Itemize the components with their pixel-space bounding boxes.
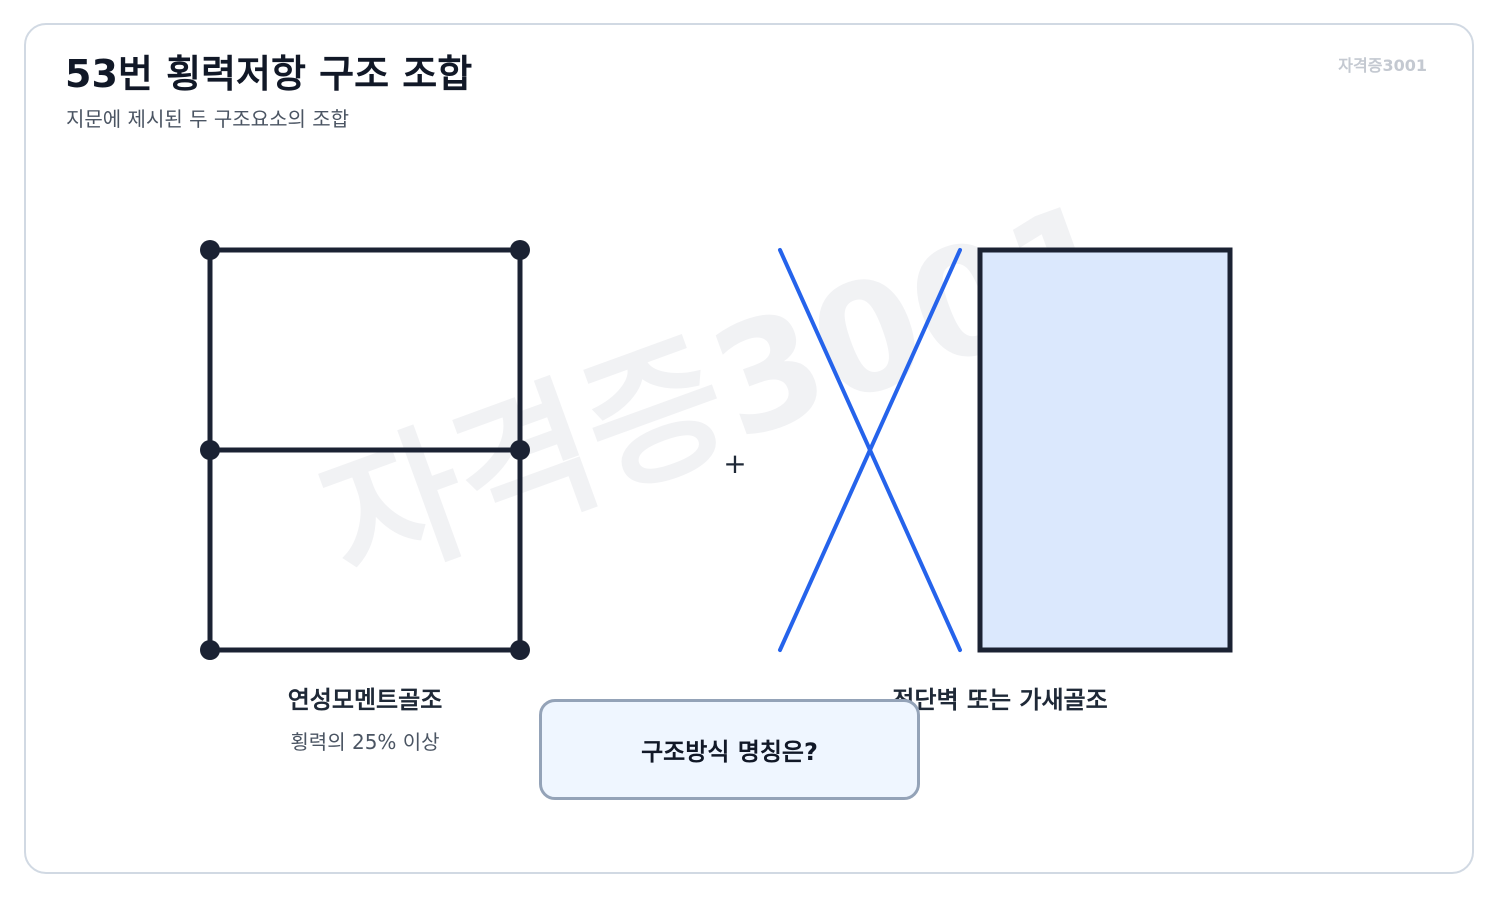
shear-wall-label: 전단벽 또는 가새골조: [892, 686, 1107, 714]
joint: [510, 640, 530, 660]
page-title: 53번 횡력저항 구조 조합: [65, 52, 473, 96]
x-bracing: [778, 248, 962, 652]
joint: [510, 240, 530, 260]
frame-joints: [200, 240, 530, 660]
plus-operator: +: [723, 447, 746, 480]
source-tag: 자격증3001: [1338, 56, 1427, 75]
joint: [200, 640, 220, 660]
joint: [200, 440, 220, 460]
moment-frame-label: 연성모멘트골조: [288, 686, 443, 714]
brace-diagonal: [778, 248, 962, 652]
question-box: 구조방식 명칭은?: [539, 699, 920, 800]
joint: [200, 240, 220, 260]
question-text: 구조방식 명칭은?: [641, 738, 818, 766]
shear-wall: [977, 247, 1233, 653]
joint: [510, 440, 530, 460]
moment-frame-note: 횡력의 25% 이상: [290, 730, 439, 754]
page-subtitle: 지문에 제시된 두 구조요소의 조합: [66, 107, 350, 131]
